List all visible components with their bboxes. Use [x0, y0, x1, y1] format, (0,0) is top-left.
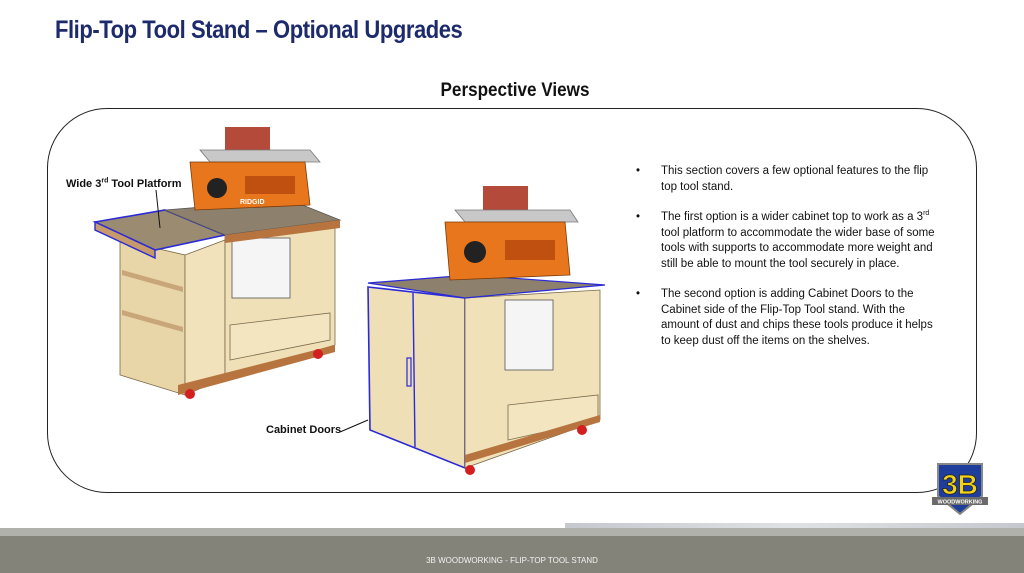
- bullet-item: This section covers a few optional featu…: [636, 164, 936, 195]
- description-list: This section covers a few optional featu…: [636, 164, 936, 364]
- page-title: Flip-Top Tool Stand – Optional Upgrades: [55, 16, 463, 44]
- footer-strip: [0, 528, 1024, 536]
- svg-text:WOODWORKING: WOODWORKING: [938, 500, 983, 506]
- bullet-item: The second option is adding Cabinet Door…: [636, 287, 936, 349]
- footer-bar: [0, 536, 1024, 573]
- 3b-woodworking-logo: 3B WOODWORKING: [932, 463, 988, 516]
- footer-text: 3B WOODWORKING - FLIP-TOP TOOL STAND: [426, 556, 598, 565]
- tool-brand: RIDGID: [240, 199, 265, 206]
- stand-cabinet-doors-illustration: [367, 186, 606, 475]
- stand-wide-platform-illustration: RIDGID: [92, 127, 342, 399]
- bullet-item: The first option is a wider cabinet top …: [636, 210, 936, 272]
- platform-callout-line: [155, 189, 161, 229]
- doors-callout-line: [339, 419, 369, 433]
- content-frame: [47, 108, 977, 493]
- section-title: Perspective Views: [440, 80, 590, 101]
- footer-accent: [565, 523, 1024, 529]
- callout-wide-platform: Wide 3rd Tool Platform: [66, 177, 182, 190]
- callout-cabinet-doors: Cabinet Doors: [266, 424, 342, 436]
- svg-text:3B: 3B: [942, 469, 978, 500]
